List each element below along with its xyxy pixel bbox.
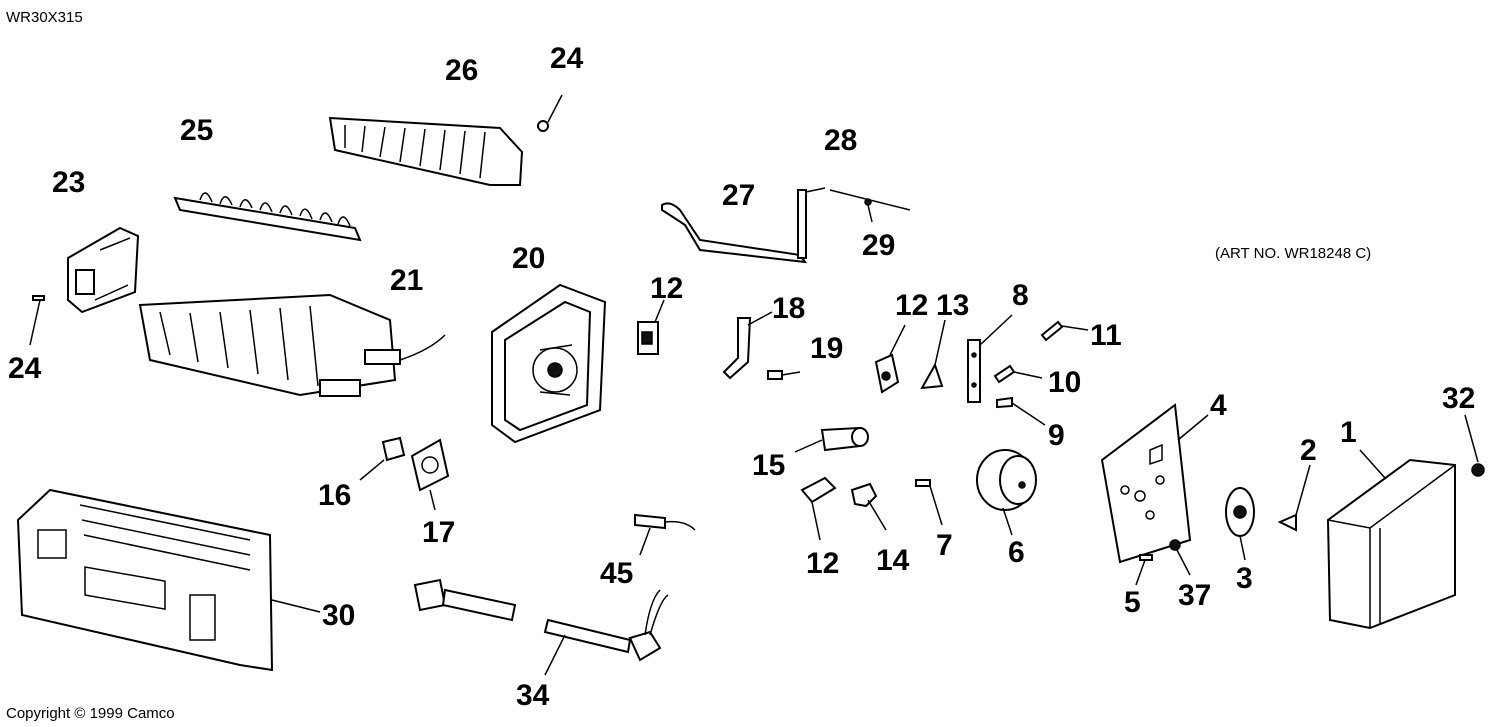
part-12-switch-b-drawing — [874, 324, 906, 394]
part-45-drawing — [634, 513, 696, 556]
part-5-drawing — [1135, 554, 1153, 586]
callout-25: 25 — [180, 114, 213, 147]
callout-6: 6 — [1008, 536, 1025, 569]
callout-45: 45 — [600, 557, 633, 590]
part-10-drawing — [993, 364, 1043, 384]
part-4-drawing — [1100, 403, 1209, 564]
part-16-drawing — [359, 436, 406, 481]
part-15-drawing — [794, 426, 869, 453]
callout-26: 26 — [445, 54, 478, 87]
callout-7: 7 — [936, 529, 953, 562]
part-19-drawing — [767, 370, 801, 380]
callout-21: 21 — [390, 264, 423, 297]
part-2-drawing — [1277, 464, 1311, 532]
callout-28: 28 — [824, 124, 857, 157]
part-12-switch-c-drawing — [800, 476, 837, 541]
callout-27: 27 — [722, 179, 755, 212]
art-number: (ART NO. WR18248 C) — [1215, 245, 1371, 262]
callout-1: 1 — [1340, 416, 1357, 449]
part-20-drawing — [491, 283, 607, 444]
part-37-drawing — [1169, 539, 1191, 576]
part-24-screw-top-drawing — [537, 94, 563, 132]
part-32-drawing — [1464, 414, 1485, 477]
part-14-drawing — [850, 482, 887, 531]
callout-11: 11 — [1090, 319, 1122, 352]
part-21-drawing — [138, 293, 446, 397]
part-6-drawing — [976, 449, 1037, 536]
callout-34: 34 — [516, 679, 550, 712]
callout-37: 37 — [1178, 579, 1211, 612]
connector-drawing — [413, 578, 517, 622]
callout-10: 10 — [1048, 366, 1081, 399]
callout-29: 29 — [862, 229, 895, 262]
callout-24-left: 24 — [8, 352, 42, 385]
callout-18: 18 — [772, 292, 805, 325]
part-8-drawing — [967, 314, 1013, 403]
part-17-drawing — [410, 438, 450, 511]
callout-24-top: 24 — [550, 42, 584, 75]
part-12-switch-a-drawing — [637, 299, 665, 355]
part-11-drawing — [1040, 320, 1089, 342]
callout-23: 23 — [52, 166, 85, 199]
part-26-drawing — [328, 116, 524, 186]
callout-13: 13 — [936, 289, 969, 322]
callout-19: 19 — [810, 332, 843, 365]
copyright-text: Copyright © 1999 Camco — [6, 705, 175, 722]
part-34-drawing — [543, 589, 669, 676]
callout-17: 17 — [422, 516, 455, 549]
part-25-drawing — [173, 192, 362, 242]
callout-14: 14 — [876, 544, 910, 577]
callout-2: 2 — [1300, 434, 1317, 467]
callout-12-middle: 12 — [895, 289, 928, 322]
model-number: WR30X315 — [6, 9, 83, 26]
callout-9: 9 — [1048, 419, 1065, 452]
callout-16: 16 — [318, 479, 351, 512]
part-9-drawing — [996, 396, 1046, 426]
part-24-screw-left-drawing — [29, 295, 45, 346]
part-30-drawing — [16, 488, 321, 672]
callout-30: 30 — [322, 599, 355, 632]
callout-20: 20 — [512, 242, 545, 275]
part-29-drawing — [829, 189, 911, 223]
callout-12-upper: 12 — [650, 272, 683, 305]
part-7-drawing — [915, 479, 943, 526]
callout-4: 4 — [1210, 389, 1227, 422]
part-18-drawing — [722, 311, 773, 380]
callout-3: 3 — [1236, 562, 1253, 595]
callout-8: 8 — [1012, 279, 1029, 312]
callout-15: 15 — [752, 449, 785, 482]
part-1-drawing — [1326, 449, 1456, 630]
callout-5: 5 — [1124, 586, 1141, 619]
part-27-drawing — [661, 187, 826, 264]
callout-12-lower: 12 — [806, 547, 839, 580]
part-23-drawing — [67, 226, 140, 314]
part-13-drawing — [920, 319, 946, 390]
part-3-drawing — [1225, 487, 1255, 561]
callout-32: 32 — [1442, 382, 1475, 415]
